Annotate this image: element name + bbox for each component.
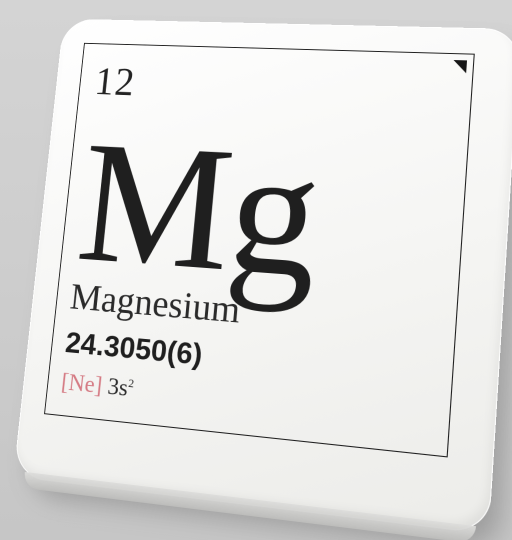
orbital-exponent: 2 xyxy=(128,376,135,390)
atomic-number: 12 xyxy=(93,63,137,103)
coaster-edge xyxy=(23,472,476,540)
magnesium-coaster: 12 Mg Magnesium 24.3050(6) [Ne] 3s2 xyxy=(13,19,512,535)
corner-triangle-mark xyxy=(453,60,467,73)
element-frame: 12 Mg Magnesium 24.3050(6) [Ne] 3s2 xyxy=(44,43,475,458)
atomic-weight: 24.3050(6) xyxy=(64,329,204,371)
electron-configuration: [Ne] 3s2 xyxy=(60,370,135,401)
orbital-label: 3s xyxy=(106,374,129,402)
noble-gas-core: [Ne] xyxy=(60,369,103,399)
